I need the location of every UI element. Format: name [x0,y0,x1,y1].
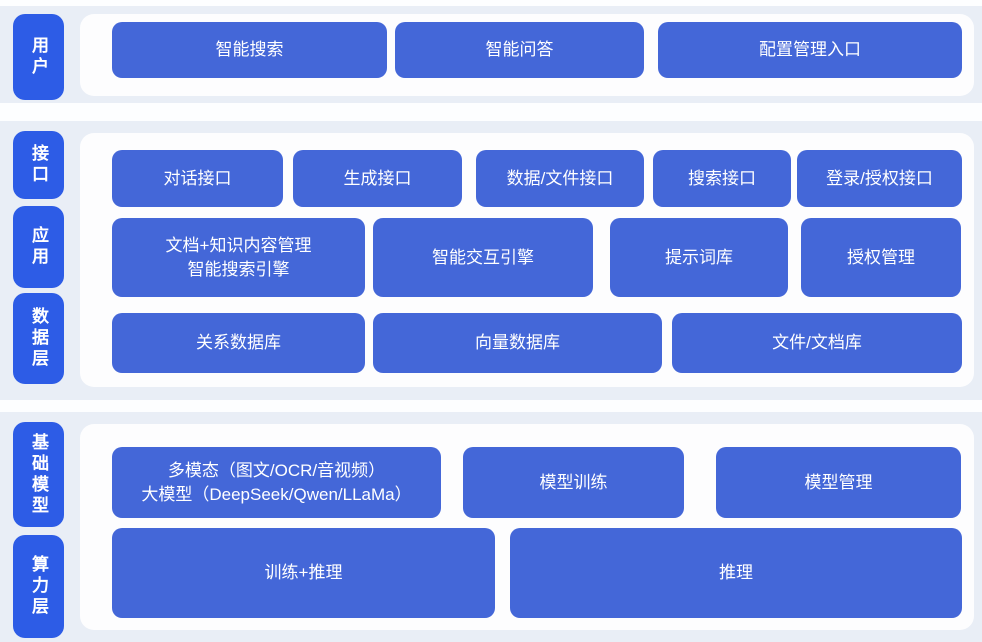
user-layer-band: 用户 智能搜索 智能问答 配置管理入口 [0,6,982,103]
user-layer-panel: 智能搜索 智能问答 配置管理入口 [80,14,974,96]
box-smart-search: 智能搜索 [112,22,387,78]
middle-layers-panel: 对话接口 生成接口 数据/文件接口 搜索接口 登录/授权接口 文档+知识内容管理… [80,133,974,387]
middle-layers-band: 接口 应用 数据层 对话接口 生成接口 数据/文件接口 搜索接口 登录/授权接口… [0,121,982,400]
layer-label-application-text: 应用 [29,226,48,268]
layer-label-compute-layer: 算力层 [13,535,64,638]
layer-label-user-text: 用户 [29,36,48,78]
layer-label-compute-layer-text: 算力层 [29,555,48,618]
box-model-training: 模型训练 [463,447,684,518]
layer-label-interface: 接口 [13,131,64,199]
box-file-document-store: 文件/文档库 [672,313,962,373]
layer-label-user: 用户 [13,14,64,100]
box-model-management: 模型管理 [716,447,961,518]
box-prompt-library: 提示词库 [610,218,788,297]
box-intelligent-interaction-engine: 智能交互引擎 [373,218,593,297]
foundation-compute-panel: 多模态（图文/OCR/音视频） 大模型（DeepSeek/Qwen/LLaMa）… [80,424,974,630]
box-doc-knowledge-search-engine: 文档+知识内容管理 智能搜索引擎 [112,218,365,297]
box-smart-qa: 智能问答 [395,22,644,78]
layer-label-data-layer: 数据层 [13,293,64,384]
box-data-file-api: 数据/文件接口 [476,150,644,207]
box-login-auth-api: 登录/授权接口 [797,150,962,207]
layer-label-interface-text: 接口 [29,144,48,186]
box-dialog-api: 对话接口 [112,150,283,207]
box-authorization-management: 授权管理 [801,218,961,297]
layer-label-data-layer-text: 数据层 [29,307,48,370]
box-search-api: 搜索接口 [653,150,791,207]
layer-label-foundation-model: 基础模型 [13,422,64,527]
box-generation-api: 生成接口 [293,150,462,207]
foundation-compute-band: 基础模型 算力层 多模态（图文/OCR/音视频） 大模型（DeepSeek/Qw… [0,412,982,642]
box-config-management-entry: 配置管理入口 [658,22,962,78]
box-inference: 推理 [510,528,962,618]
box-training-inference: 训练+推理 [112,528,495,618]
layer-label-foundation-model-text: 基础模型 [29,432,48,517]
box-vector-database: 向量数据库 [373,313,662,373]
layer-label-application: 应用 [13,206,64,288]
box-relational-database: 关系数据库 [112,313,365,373]
box-multimodal-llm: 多模态（图文/OCR/音视频） 大模型（DeepSeek/Qwen/LLaMa） [112,447,441,518]
